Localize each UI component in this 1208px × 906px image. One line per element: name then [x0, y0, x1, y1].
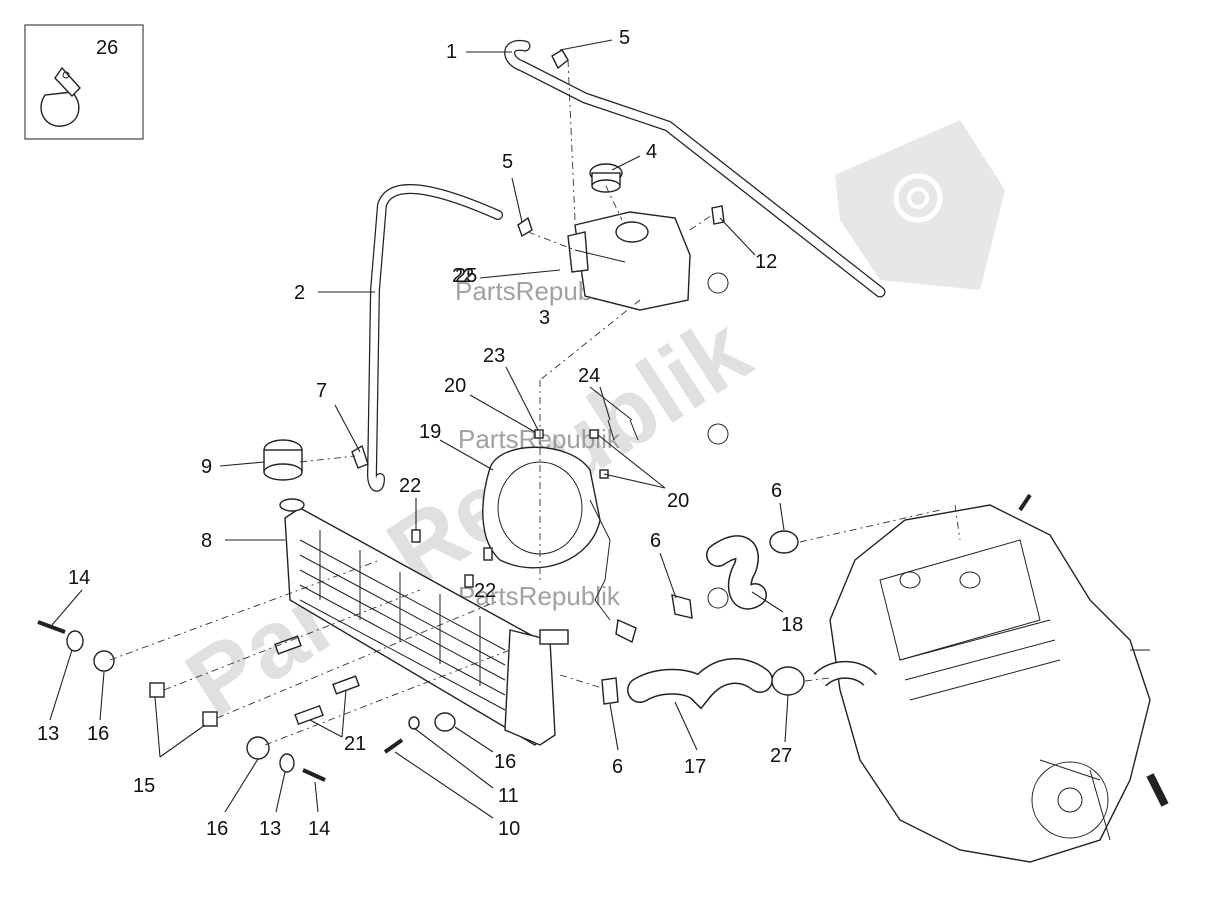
callout-labels: 1 5 26 4 5 12 25 3 2 23 24 7 20 19 9 22 … — [37, 27, 803, 840]
callout-27: 27 — [770, 745, 792, 767]
hose-clamp-6-bottom — [601, 677, 619, 705]
callout-8: 8 — [201, 530, 212, 552]
cooling-fan — [482, 446, 611, 621]
expansion-tank — [567, 211, 691, 311]
hose-2 — [366, 184, 503, 492]
callout-20: 20 — [444, 375, 466, 397]
callout-7: 7 — [316, 380, 327, 402]
callout-21: 21 — [344, 733, 366, 755]
hose-1 — [504, 39, 886, 298]
hose-18 — [706, 535, 767, 610]
radiator — [279, 498, 569, 746]
assembly-lines — [109, 59, 961, 746]
callout-4: 4 — [646, 141, 657, 163]
p-clamp-icon — [40, 66, 81, 127]
callout-6: 6 — [612, 756, 623, 778]
clamp-7 — [351, 444, 369, 469]
callout-10: 10 — [498, 818, 520, 840]
callout-5: 5 — [619, 27, 630, 49]
engine — [813, 493, 1169, 863]
callout-9: 9 — [201, 456, 212, 478]
callout-14: 14 — [308, 818, 330, 840]
callout-23: 23 — [483, 345, 505, 367]
callout-16: 16 — [87, 723, 109, 745]
inset-box-26 — [24, 24, 144, 140]
callout-25: 25 — [455, 265, 477, 287]
callout-12: 12 — [755, 251, 777, 273]
callout-17: 17 — [684, 756, 706, 778]
gear-icon-small — [707, 272, 729, 609]
gear-icon — [893, 173, 943, 223]
callout-24: 24 — [578, 365, 600, 387]
callout-13: 13 — [259, 818, 281, 840]
callout-5: 5 — [502, 151, 513, 173]
radiator-cap — [263, 439, 303, 481]
callout-6: 6 — [771, 480, 782, 502]
callout-2: 2 — [294, 282, 305, 304]
lower-hose-17 — [627, 658, 773, 710]
callout-6: 6 — [650, 530, 661, 552]
callout-26: 26 — [96, 37, 118, 59]
hose-clamp-27 — [771, 666, 805, 696]
callout-15: 15 — [133, 775, 155, 797]
hose-clamp-6-top — [769, 530, 799, 554]
callout-14: 14 — [68, 567, 90, 589]
callout-1: 1 — [446, 41, 457, 63]
hardware-items — [37, 419, 693, 782]
clip-12 — [711, 205, 725, 225]
callout-22: 22 — [399, 475, 421, 497]
callout-20: 20 — [667, 490, 689, 512]
leader-lines — [49, 39, 789, 819]
callout-22: 22 — [474, 580, 496, 602]
tank-cap — [589, 163, 623, 193]
hose-clamps-5 — [517, 49, 569, 238]
callout-19: 19 — [419, 421, 441, 443]
callout-16: 16 — [206, 818, 228, 840]
callout-11: 11 — [498, 785, 519, 807]
callout-13: 13 — [37, 723, 59, 745]
callout-22: 22 — [452, 265, 474, 287]
callout-16: 16 — [494, 751, 516, 773]
callout-3: 3 — [539, 307, 550, 329]
callout-18: 18 — [781, 614, 803, 636]
